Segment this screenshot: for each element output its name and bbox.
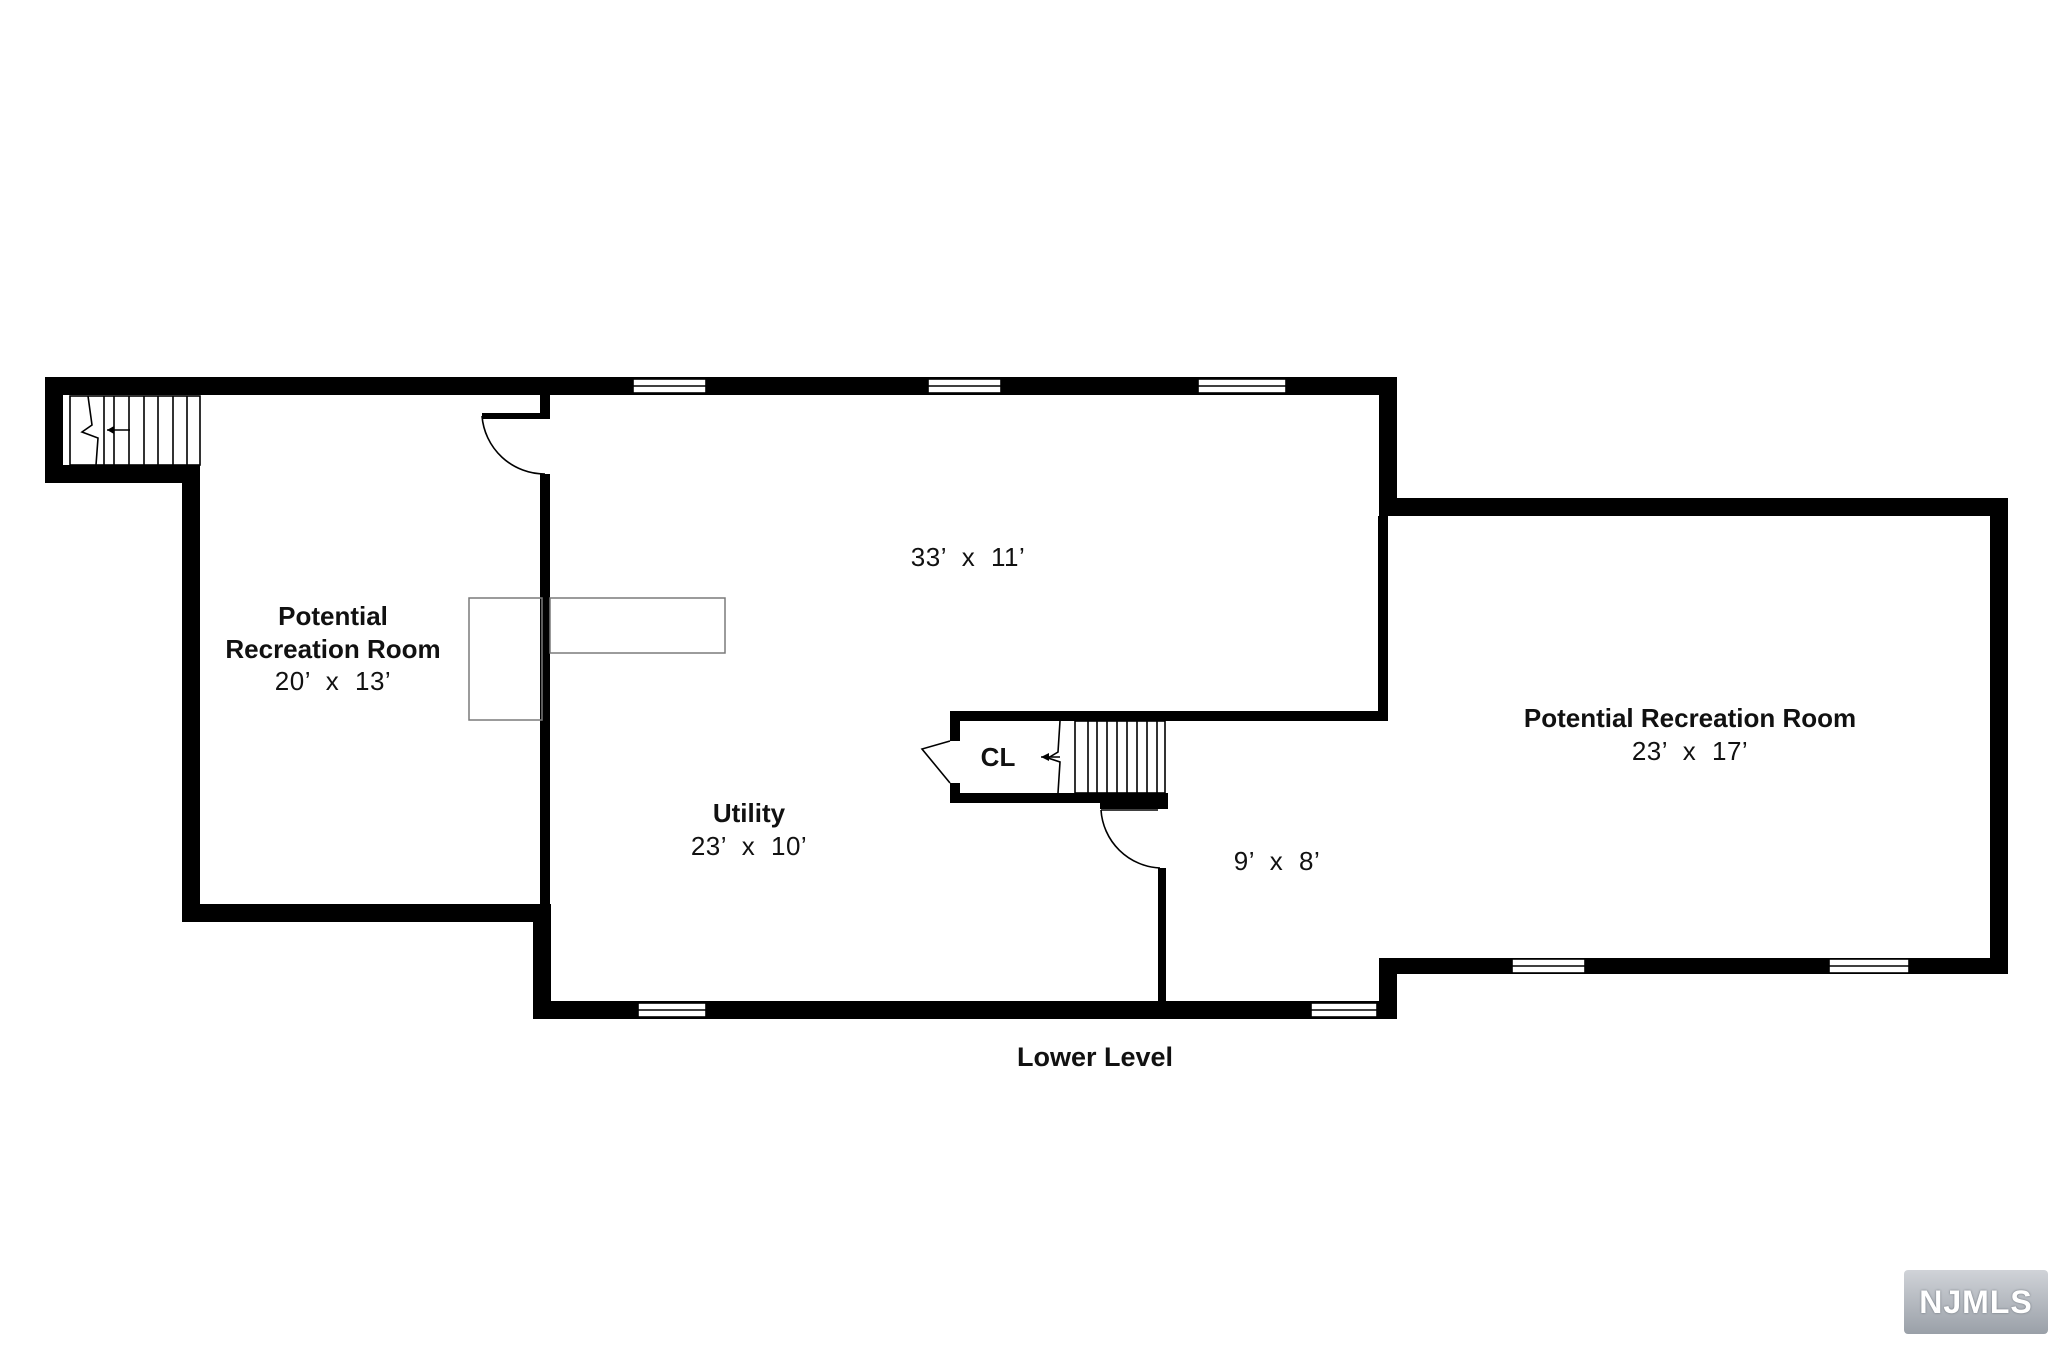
window (1197, 378, 1287, 394)
window (1511, 958, 1586, 974)
stairs-upper-left (69, 395, 201, 466)
interior-walls (540, 395, 1388, 1006)
room-dimensions: 9’ x 8’ (1233, 846, 1321, 876)
window (927, 378, 1002, 394)
doors (481, 413, 1161, 869)
njmls-watermark-logo: NJMLS (1904, 1270, 2048, 1334)
floor-level-title: Lower Level (1016, 1042, 1174, 1072)
room-dimensions: 33’ x 11’ (910, 542, 1026, 572)
room-name: Potential (278, 601, 388, 631)
door-swing (481, 413, 550, 475)
room-dimensions: 23’ x 17’ (1631, 735, 1749, 766)
room-dimensions: 23’ x 10’ (690, 830, 808, 861)
rec-room-right-label: Potential Recreation Room 23’ x 17’ (1524, 702, 1856, 767)
window (1828, 958, 1910, 974)
room-name: Utility (712, 798, 786, 828)
windows (632, 378, 1910, 1018)
closet-label: CL (980, 742, 1016, 772)
stairs-center (1041, 720, 1166, 794)
watermark-text: NJMLS (1919, 1283, 2033, 1320)
window (637, 1002, 707, 1018)
door-swing (1100, 809, 1161, 869)
closet-door (920, 740, 951, 784)
rec-room-left-label: Potential Recreation Room 20’ x 13’ (225, 600, 440, 698)
exterior-walls (45, 377, 2008, 1019)
window (1310, 1002, 1378, 1018)
room-name: Recreation Room (225, 633, 441, 664)
utility-label: Utility 23’ x 10’ (691, 797, 807, 862)
window (632, 378, 707, 394)
room-dimensions: 20’ x 13’ (274, 666, 392, 696)
room-name: Potential Recreation Room (1523, 703, 1857, 733)
upper-hall-label: 33’ x 11’ (911, 541, 1025, 574)
fixtures (468, 597, 726, 721)
small-room-label: 9’ x 8’ (1234, 845, 1320, 878)
